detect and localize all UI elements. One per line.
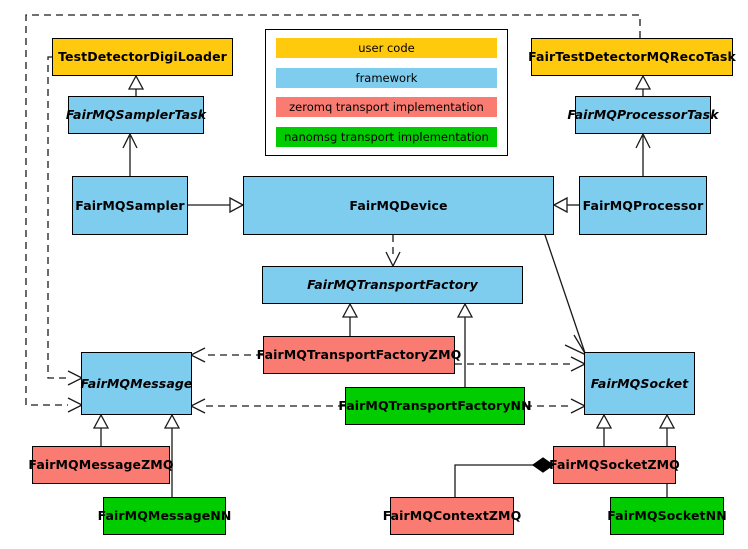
edge-messagenn-to-message bbox=[163, 413, 181, 497]
class-label: FairMQMessage bbox=[80, 375, 193, 391]
class-node-fairtestdetectormqrecotask[interactable]: FairTestDetectorMQRecoTask bbox=[528, 38, 736, 76]
edge-transportfactorynn-to-message bbox=[189, 398, 345, 414]
edge-transportfactoryzmq-to-message bbox=[189, 347, 263, 363]
class-label: FairMQSampler bbox=[75, 197, 185, 213]
class-node-fairmqprocessor[interactable]: FairMQProcessor bbox=[579, 176, 707, 235]
class-label: FairMQProcessorTask bbox=[567, 107, 719, 123]
edge-processortask-to-recotask bbox=[634, 74, 652, 96]
class-label: FairMQContextZMQ bbox=[382, 508, 522, 524]
class-node-fairmqmessagezmq[interactable]: FairMQMessageZMQ bbox=[28, 446, 173, 484]
class-node-fairmqprocessortask[interactable]: FairMQProcessorTask bbox=[567, 96, 719, 134]
class-label: FairMQMessageNN bbox=[97, 508, 232, 524]
class-label: FairMQTransportFactoryZMQ bbox=[256, 347, 462, 363]
class-label: FairMQTransportFactory bbox=[307, 277, 478, 293]
class-label: FairMQTransportFactoryNN bbox=[338, 398, 532, 414]
class-label: FairMQProcessor bbox=[582, 197, 704, 213]
edge-transportfactoryzmq-to-transportfactory bbox=[341, 302, 359, 336]
class-label: FairMQSocketZMQ bbox=[549, 457, 680, 473]
class-node-fairmqsocket[interactable]: FairMQSocket bbox=[584, 352, 695, 415]
class-node-fairmqsocketzmq[interactable]: FairMQSocketZMQ bbox=[549, 446, 680, 484]
class-label: FairMQDevice bbox=[349, 197, 448, 213]
edge-contextzmq-to-socketzmq bbox=[454, 457, 555, 497]
edge-sampler-to-device bbox=[188, 196, 245, 214]
edge-samplertask-to-digiloader bbox=[127, 74, 145, 96]
class-label: FairMQSamplerTask bbox=[65, 107, 207, 123]
class-label: TestDetectorDigiLoader bbox=[58, 49, 227, 65]
class-label: FairMQSocket bbox=[590, 375, 689, 391]
edge-sampler-to-samplertask bbox=[122, 132, 138, 176]
class-node-fairmqsamplertask[interactable]: FairMQSamplerTask bbox=[65, 96, 207, 134]
edge-device-to-transportfactory bbox=[385, 235, 401, 268]
class-label: FairTestDetectorMQRecoTask bbox=[528, 49, 736, 65]
edge-transportfactoryzmq-to-socket bbox=[455, 356, 587, 372]
class-node-fairmqmessagenn[interactable]: FairMQMessageNN bbox=[98, 497, 231, 535]
class-node-fairmqtransportfactoryzmq[interactable]: FairMQTransportFactoryZMQ bbox=[257, 336, 461, 374]
class-node-fairmqtransportfactory[interactable]: FairMQTransportFactory bbox=[262, 266, 523, 304]
legend-label-user-code: user code bbox=[358, 41, 415, 55]
class-node-fairmqcontextzmq[interactable]: FairMQContextZMQ bbox=[383, 497, 521, 535]
legend-item-framework: framework bbox=[276, 67, 497, 88]
class-node-fairmqsocketnn[interactable]: FairMQSocketNN bbox=[607, 497, 727, 535]
edge-messagezmq-to-message bbox=[92, 413, 110, 446]
legend-item-user-code: user code bbox=[276, 38, 497, 58]
legend-label-framework: framework bbox=[355, 70, 418, 85]
class-node-fairmqsampler[interactable]: FairMQSampler bbox=[72, 176, 188, 235]
legend-item-nanomsg: nanomsg transport implementation bbox=[276, 126, 497, 147]
class-node-fairmqdevice[interactable]: FairMQDevice bbox=[243, 176, 554, 235]
class-node-fairmqmessage[interactable]: FairMQMessage bbox=[81, 352, 192, 415]
edge-transportfactorynn-to-socket bbox=[525, 398, 587, 414]
legend-label-zeromq: zeromq transport implementation bbox=[289, 100, 484, 115]
class-label: FairMQSocketNN bbox=[607, 508, 727, 524]
class-node-testdetectordigiloader[interactable]: TestDetectorDigiLoader bbox=[52, 38, 233, 76]
class-node-fairmqtransportfactorynn[interactable]: FairMQTransportFactoryNN bbox=[338, 387, 532, 425]
color-legend: user code framework zeromq transport imp… bbox=[265, 29, 508, 156]
legend-item-zeromq: zeromq transport implementation bbox=[276, 97, 497, 118]
edge-processor-to-device bbox=[552, 196, 579, 214]
edge-device-to-socket bbox=[544, 234, 588, 357]
edge-processor-to-processortask bbox=[635, 132, 651, 176]
legend-label-nanomsg: nanomsg transport implementation bbox=[284, 129, 489, 144]
edge-socketzmq-to-socket bbox=[595, 413, 613, 446]
edge-transportfactorynn-to-transportfactory bbox=[456, 302, 474, 387]
class-label: FairMQMessageZMQ bbox=[28, 457, 174, 473]
